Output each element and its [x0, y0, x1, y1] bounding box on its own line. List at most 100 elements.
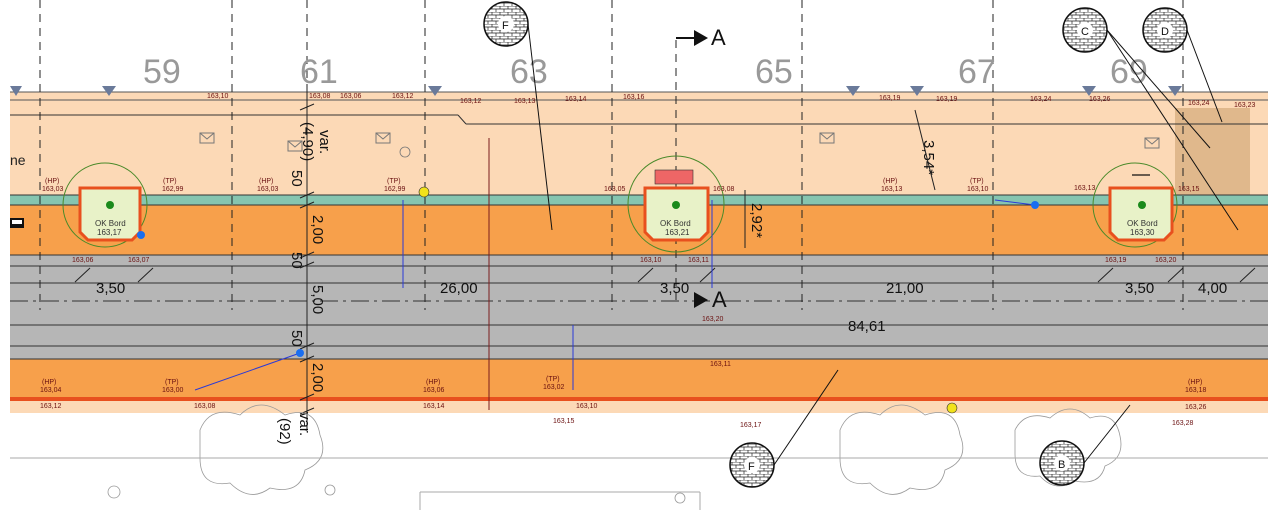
elevation-label: 163,10 — [207, 93, 229, 100]
elevation-label: (HP) — [883, 178, 897, 185]
ok-value: 163,30 — [1130, 228, 1155, 237]
elevation-label: 163,16 — [623, 94, 645, 101]
elevation-label: 163,07 — [128, 257, 150, 264]
elevation-label: 163,20 — [702, 316, 724, 323]
elevation-label: 163,19 — [1105, 257, 1127, 264]
plot-number: 61 — [300, 53, 338, 91]
elevation-label: (HP) — [42, 379, 56, 386]
section-marker-top: A — [676, 25, 726, 50]
dim-354: 3,54* — [920, 140, 937, 175]
elevation-label: 163,10 — [967, 186, 989, 193]
dim-var-top: var. — [316, 130, 333, 154]
elevation-label: 163,15 — [553, 418, 575, 425]
elevation-label: 163,19 — [879, 95, 901, 102]
dim-var-top-value: (4,90) — [299, 122, 316, 161]
dim-200-a: 2,00 — [309, 215, 326, 244]
dim-200-b: 2,00 — [309, 363, 326, 392]
dim-2600: 26,00 — [440, 280, 478, 297]
junction-point — [296, 349, 304, 357]
street-label: ne — [10, 152, 26, 168]
green-strip — [10, 195, 1268, 205]
elevation-label: 163,28 — [1172, 420, 1194, 427]
elevation-label: 163,06 — [340, 93, 362, 100]
dim-2100: 21,00 — [886, 280, 924, 297]
elevation-label: 163,13 — [881, 186, 903, 193]
elevation-label: 163,12 — [460, 98, 482, 105]
elevation-label: 163,08 — [194, 403, 216, 410]
elevation-label: 163,06 — [423, 387, 445, 394]
detail-marker-f-bottom: F — [729, 369, 839, 488]
elevation-label: 163,03 — [257, 186, 279, 193]
sidewalk-top — [10, 92, 1268, 195]
dim-400: 4,00 — [1198, 280, 1227, 297]
elevation-label: (TP) — [546, 376, 560, 383]
stop-right: OK Bord 163,30 — [1092, 162, 1178, 248]
svg-text:B: B — [1058, 459, 1065, 471]
plot-number: 67 — [958, 53, 996, 91]
stop-pole — [106, 201, 114, 209]
dim-50-b: 50 — [288, 252, 305, 269]
background-top — [0, 0, 1268, 92]
plot-number: 65 — [755, 53, 793, 91]
elevation-label: (HP) — [426, 379, 440, 386]
ok-label: OK Bord — [1127, 219, 1158, 228]
dim-50-a: 50 — [288, 170, 305, 187]
utility-lines — [194, 199, 1036, 391]
parcel-boundary — [10, 91, 1268, 101]
elevation-label: 163,17 — [740, 422, 762, 429]
elevation-label: 163,08 — [713, 186, 735, 193]
elevation-label: (TP) — [970, 178, 984, 185]
dim-292: 2,92* — [748, 203, 765, 238]
dim-var-bottom-value: (92) — [276, 418, 293, 445]
elevation-label: 163,10 — [576, 403, 598, 410]
detail-marker-b: B — [1039, 404, 1131, 486]
parcel-lines — [39, 0, 1184, 310]
elevation-label: 163,23 — [1234, 102, 1256, 109]
longitudinal-dimensions: 3,50 26,00 3,50 21,00 3,50 4,00 84,61 3,… — [74, 109, 1256, 335]
curb-bottom — [10, 397, 1268, 401]
tree-outlines — [107, 404, 1122, 504]
dim-50-c: 50 — [288, 330, 305, 347]
detail-marker-f-top: F — [483, 1, 553, 231]
elevation-label: (HP) — [259, 178, 273, 185]
cycle-lane-top — [10, 205, 1268, 255]
elevation-label: (TP) — [165, 379, 179, 386]
dim-350-c: 3,50 — [1125, 280, 1154, 297]
elevation-label: (TP) — [163, 178, 177, 185]
plot-number: 59 — [143, 53, 181, 91]
svg-text:D: D — [1161, 26, 1169, 38]
elevation-label: 163,19 — [936, 96, 958, 103]
ok-label: OK Bord — [95, 219, 126, 228]
elevation-label: 163,18 — [1185, 387, 1207, 394]
svg-text:F: F — [748, 461, 755, 473]
elevation-label: (HP) — [45, 178, 59, 185]
section-label-bottom: A — [712, 287, 727, 312]
elevation-label: 163,26 — [1185, 404, 1207, 411]
elevation-label: 163,08 — [309, 93, 331, 100]
ok-value: 163,17 — [97, 228, 122, 237]
detail-marker-c: C — [1062, 7, 1239, 231]
elevation-label: 162,99 — [384, 186, 406, 193]
lane-lines — [10, 114, 1268, 360]
stop-platform — [643, 186, 710, 242]
stop-platform — [78, 186, 142, 242]
elevation-label: 163,24 — [1188, 100, 1210, 107]
elevation-label: 163,12 — [40, 403, 62, 410]
elevation-label: 163,14 — [423, 403, 445, 410]
cross-section-dimensions: var. (4,90) 50 2,00 50 5,00 50 2,00 (92)… — [276, 90, 333, 445]
plot-number: 63 — [510, 53, 548, 91]
cycle-lane-bottom — [10, 359, 1268, 397]
elevation-label: 163,13 — [514, 98, 536, 105]
dim-var-bottom: var. — [296, 412, 313, 436]
svg-text:F: F — [502, 20, 509, 32]
elevation-label: 163,13 — [1074, 185, 1096, 192]
elevation-label: 163,04 — [40, 387, 62, 394]
elevation-label: (TP) — [387, 178, 401, 185]
dim-500: 5,00 — [309, 285, 326, 314]
boundary-markers — [10, 86, 1182, 96]
elevation-label: 163,06 — [72, 257, 94, 264]
elevation-label: 163,11 — [688, 257, 709, 264]
dim-350-b: 3,50 — [660, 280, 689, 297]
elevation-label: 163,00 — [162, 387, 184, 394]
